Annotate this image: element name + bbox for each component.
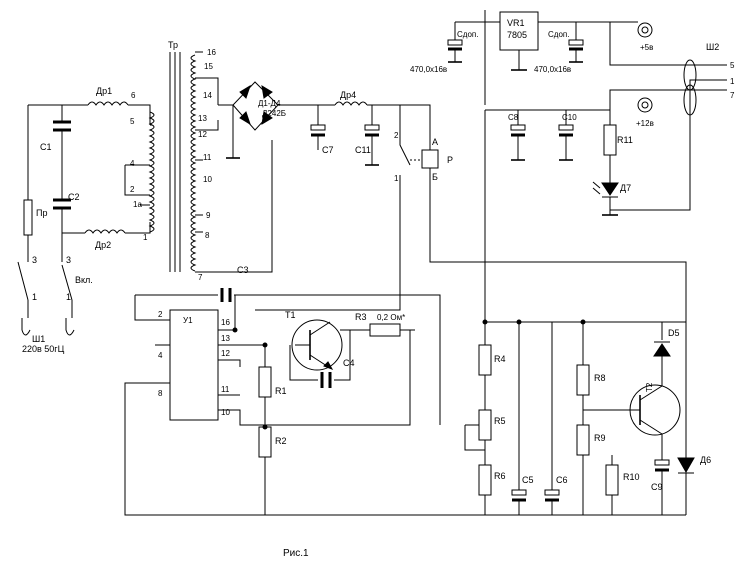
u1-pin: 2 [158,310,163,319]
c4-label: С4 [343,358,355,368]
mains-input [17,101,152,336]
plug-label: Ш1 [32,334,45,344]
d7-label: Д7 [620,183,631,193]
u1-pin: 11 [221,385,230,394]
r3-label: R3 [355,312,367,322]
r3-value: 0,2 Ом* [377,313,405,322]
r8-label: R8 [594,373,606,383]
d6-label: Д6 [700,455,711,465]
figure-caption: Рис.1 [283,548,309,559]
vr1-regulator [499,11,539,51]
dr4-label: Др4 [340,90,356,100]
dr1-label: Др1 [96,86,112,96]
bridge-rectifier [218,81,400,166]
dr2-label: Др2 [95,240,111,250]
conn-pin: 1 [730,77,735,86]
tr-pin: 7 [198,273,203,282]
tr-pin: 13 [198,114,207,123]
pri-pin: 4 [130,159,135,168]
r6-label: R6 [494,471,506,481]
labels: 220в 50гЦ Ш1 Пр Вкл. 3 1 3 1 С1 С2 Др1 Д… [22,18,735,559]
cap-right-value: 470,0х16в [534,65,571,74]
sw-pin-3b: 3 [66,255,71,265]
tr-pin: 10 [203,175,212,184]
pri-pin: 5 [130,117,135,126]
u1-pin: 12 [221,349,230,358]
feedback-section [464,110,695,515]
tr-pin: 8 [205,231,210,240]
sw-pin-3a: 3 [32,255,37,265]
pri-pin: 6 [131,91,136,100]
r4-label: R4 [494,354,506,364]
transformer-label: Тр [168,40,178,50]
d5-label: D5 [668,328,680,338]
u1-pin: 16 [221,318,230,327]
tr-pin: 12 [198,130,207,139]
u1-chip [169,309,219,421]
r2-label: R2 [275,436,287,446]
relay-label: Р [447,155,453,165]
output-12v-section [485,59,727,216]
conn-pin: 5 [730,61,735,70]
u1-pin: 13 [221,334,230,343]
bridge-label: Д1-Д4 [258,99,281,108]
tr-pin: 14 [203,91,212,100]
c8-label: С8 [508,113,519,122]
tr-pin: 11 [203,153,212,162]
t1-label: Т1 [285,310,296,320]
relay-b: Б [432,172,438,182]
u1-pin: 4 [158,351,163,360]
out-12v-label: +12в [636,119,654,128]
c5-label: С5 [522,475,534,485]
connector-label: Ш2 [706,42,719,52]
control-section [124,288,686,516]
u1-label: У1 [183,316,193,325]
vr1-type: 7805 [507,30,527,40]
r1-label: R1 [275,386,287,396]
vr1-label: VR1 [507,18,525,28]
r5-label: R5 [494,416,506,426]
pri-pin: 1 [143,233,148,242]
conn-pin: 7 [730,91,735,100]
c11-label: С11 [355,145,371,155]
relay-pin-2: 2 [394,131,399,140]
c2-label: С2 [68,192,80,202]
u1-pin: 8 [158,389,163,398]
tr-pin: 16 [207,48,216,57]
sw-pin-1a: 1 [32,292,37,302]
r10-label: R10 [623,472,640,482]
switch-label: Вкл. [75,275,93,285]
bridge-type: Д242Б [262,109,286,118]
cap-left-value: 470,0х16в [410,65,447,74]
transformer [148,51,273,273]
t2-label: Т2 [645,382,654,392]
cdop-left-label: Сдоп. [457,30,478,39]
cdop-right-label: Сдоп. [548,30,569,39]
fuse [23,199,33,236]
u1-pin: 10 [221,408,230,417]
c6-label: С6 [556,475,568,485]
tr-pin: 9 [206,211,211,220]
relay-a: А [432,137,438,147]
c1-label: С1 [40,142,52,152]
fuse-label: Пр [36,208,47,218]
relay-coil [421,149,439,169]
pri-pin: 1а [133,200,142,209]
mains-label: 220в 50гЦ [22,344,65,354]
c7-label: С7 [322,145,334,155]
regulator-section [447,10,727,105]
sw-pin-1b: 1 [66,292,71,302]
relay-pin-1: 1 [394,174,399,183]
r11-label: R11 [617,135,633,145]
c3-label: С3 [237,265,249,275]
out-5v-label: +5в [640,43,653,52]
c10-label: С10 [562,113,577,122]
tr-pin: 15 [204,62,213,71]
relay [255,104,687,380]
pri-pin: 2 [130,185,135,194]
r9-label: R9 [594,433,606,443]
c9-label: С9 [651,482,663,492]
